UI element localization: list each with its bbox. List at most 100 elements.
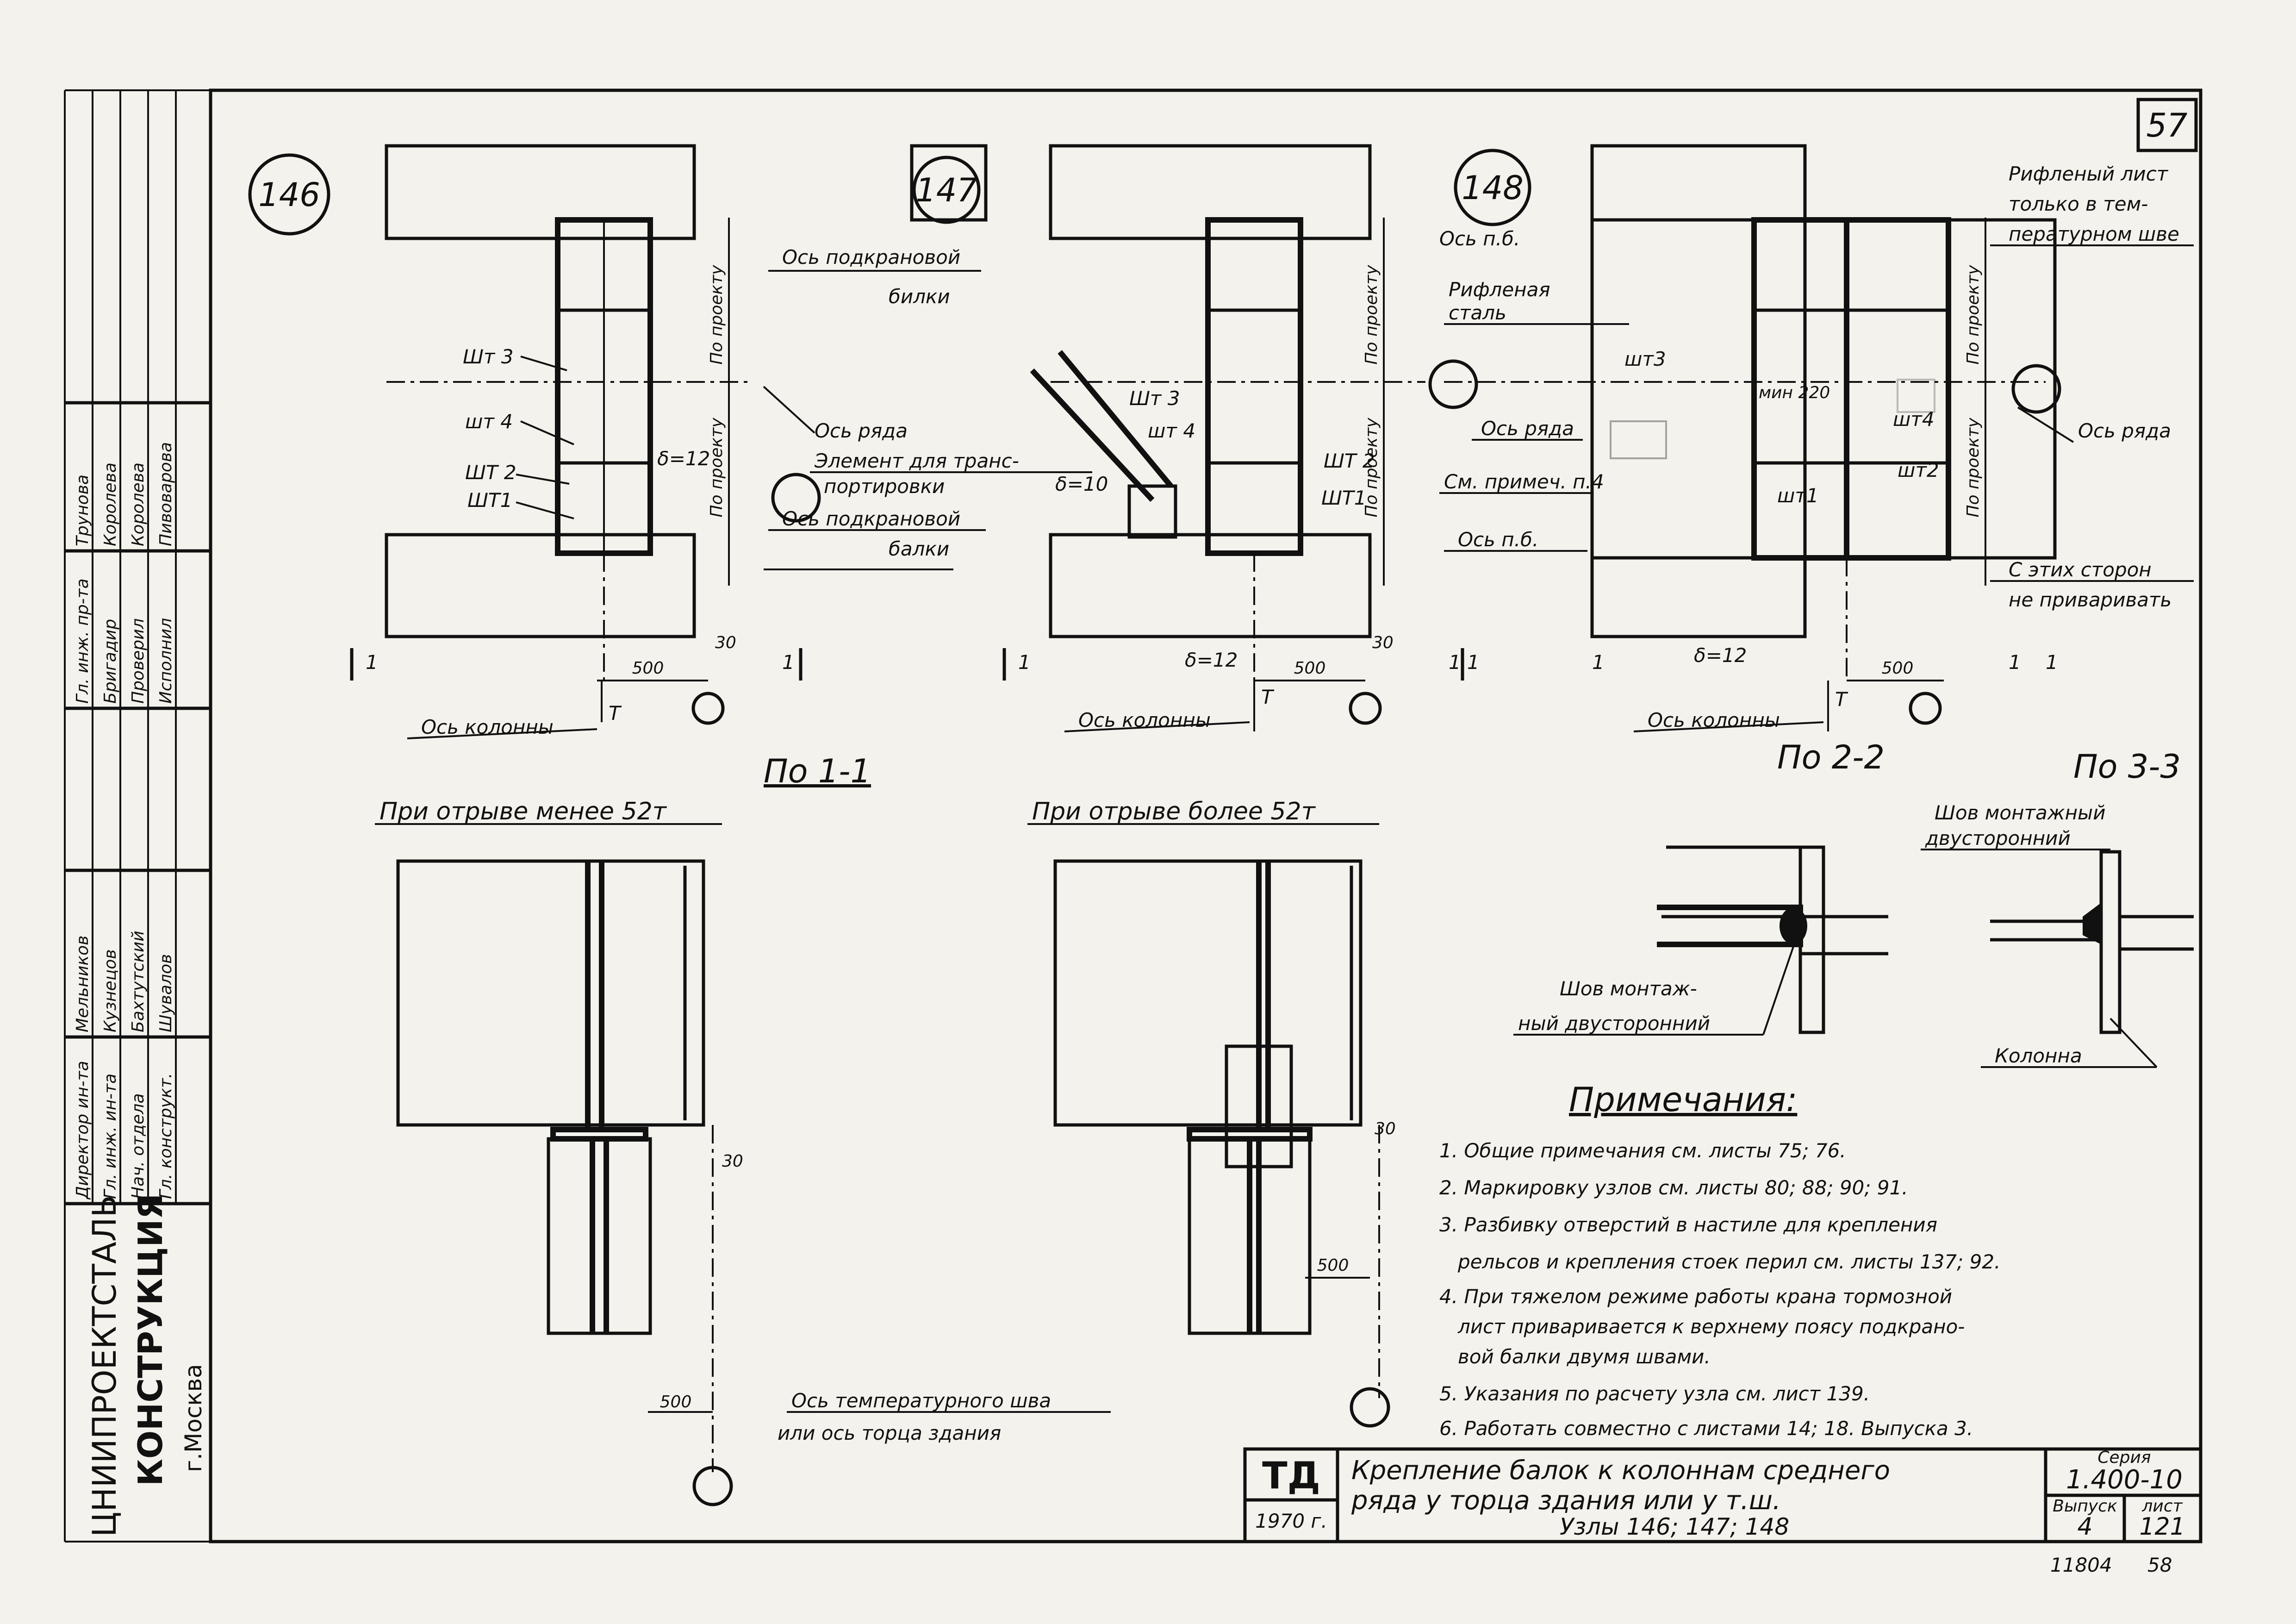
org-city: г.Москва xyxy=(180,1364,207,1472)
shov-montazh-1: Шов монтажный xyxy=(1935,801,2106,824)
role-2: Гл. инж. ин-та xyxy=(101,1074,120,1199)
sec1-146b: 1 xyxy=(782,651,795,674)
role-7: Проверил xyxy=(129,618,148,704)
note-3: 3. Разбивку отверстий в настиле для креп… xyxy=(1439,1213,1937,1236)
min220: мин 220 xyxy=(1759,383,1830,402)
role-6: Бригадир xyxy=(101,619,120,704)
os-riada-146: Ось ряда xyxy=(815,419,908,442)
p1-148c: 1 xyxy=(2009,651,2021,674)
vypusk-label: Выпуск xyxy=(2053,1497,2117,1516)
st1-146: ШТ1 xyxy=(467,489,512,512)
d10-147: δ=10 xyxy=(1055,473,1108,495)
role-3: Нач. отдела xyxy=(129,1093,148,1199)
po-proektu-146a: По проекту xyxy=(707,265,726,365)
list-label: лист xyxy=(2141,1497,2183,1516)
shov-montazh-3: Шов монтаж- xyxy=(1560,977,1697,1000)
rifl-list-1: Рифленый лист xyxy=(2009,162,2169,185)
list-value: 121 xyxy=(2139,1513,2185,1541)
title-line-2: ряда у торца здания или у т.ш. xyxy=(1351,1486,1781,1516)
dim-30-146: 30 xyxy=(715,633,736,652)
T-148: T xyxy=(1835,688,1848,711)
section-11-right: 30 500 xyxy=(1053,859,1396,1428)
name-3: Бахтутский xyxy=(129,931,148,1032)
kolonna: Колонна xyxy=(1995,1044,2082,1067)
st2-148: шт2 xyxy=(1898,459,1939,481)
note-3b: рельсов и крепления стоек перил см. лист… xyxy=(1457,1250,2000,1273)
po-proektu-148a: По проекту xyxy=(1964,265,1983,365)
os-riada-148r: Ось ряда xyxy=(2078,419,2171,442)
sheet-frame xyxy=(209,88,2203,1543)
vypusk-value: 4 xyxy=(2077,1513,2092,1541)
sec1-146a: 1 xyxy=(366,651,378,674)
T-147: T xyxy=(1261,686,1275,708)
s-etih-2: не приваривать xyxy=(2009,588,2172,611)
section-11-left: 30 500 xyxy=(396,859,743,1506)
po-proektu-147b: По проекту xyxy=(1362,418,1381,518)
st2-146: ШТ 2 xyxy=(465,461,516,484)
role-4: Гл. конструкт. xyxy=(156,1073,175,1199)
dim-500-11a: 500 xyxy=(660,1393,692,1412)
node-147: 147 Шт 3 шт 4 ШТ 2 ШТ1 δ=10 δ=12 По прое… xyxy=(910,144,1464,732)
role-5: Гл. инж. пр-та xyxy=(73,578,92,704)
dim-500-146: 500 xyxy=(632,659,664,678)
bilki-top: билки xyxy=(889,285,950,308)
section-33: Шов монтажный двусторонний Колонна xyxy=(1921,801,2194,1068)
dim-500-148: 500 xyxy=(1882,659,1914,678)
os-riada-148l: Ось ряда xyxy=(1481,417,1574,440)
element-dlia: Элемент для транс- xyxy=(814,450,1019,472)
sec1-147a: 1 xyxy=(1018,651,1031,674)
os-pb-bot: Ось п.б. xyxy=(1458,528,1538,551)
rifl-list-3: пературном шве xyxy=(2009,223,2179,245)
shov-montazh-4: ный двусторонний xyxy=(1518,1012,1710,1035)
st3-146: Шт 3 xyxy=(463,345,513,368)
p1-148a: 1 xyxy=(1467,651,1480,674)
name-5: Трунова xyxy=(73,475,92,546)
po-proektu-148b: По проекту xyxy=(1964,418,1983,518)
view-po33: По 3-3 xyxy=(2073,748,2181,786)
note-5: 5. Указания по расчету узла см. лист 139… xyxy=(1439,1382,1870,1405)
role-1: Директор ин-та xyxy=(73,1061,92,1200)
os-temp-1: Ось температурного шва xyxy=(791,1389,1051,1412)
st4-146: шт 4 xyxy=(465,410,513,433)
dim-500-147: 500 xyxy=(1294,659,1326,678)
note-1: 1. Общие примечания см. листы 75; 76. xyxy=(1439,1139,1846,1162)
os-pb-top: Ось п.б. xyxy=(1439,227,1520,250)
node-146-label: 146 xyxy=(258,176,320,214)
dim-500-11b: 500 xyxy=(1317,1256,1349,1275)
name-4: Шувалов xyxy=(156,954,175,1032)
node-148-label: 148 xyxy=(1462,169,1524,207)
view-more: При отрыве более 52т xyxy=(1032,798,1316,825)
node-147-label: 147 xyxy=(915,171,977,209)
d12-146: δ=12 xyxy=(657,447,710,470)
sec1-147b: 1 xyxy=(1449,651,1461,674)
dim-30-11b: 30 xyxy=(1375,1119,1396,1138)
org-name-2: КОНСТРУКЦИЯ xyxy=(131,1193,170,1486)
node-146: 146 Шт 3 шт 4 ШТ 2 ШТ1 δ=12 По проекту П… xyxy=(248,144,803,739)
name-7: Королева xyxy=(129,462,148,546)
st1-148: шт1 xyxy=(1777,484,1819,507)
labels-center-top: Ось подкрановой билки Ось ряда Элемент д… xyxy=(763,246,1092,570)
st4-148: шт4 xyxy=(1893,408,1935,431)
name-8: Пивоварова xyxy=(156,442,175,546)
seria-value: 1.400-10 xyxy=(2066,1465,2183,1495)
sheet-number-box: 57 xyxy=(2136,98,2198,152)
balki-bot: балки xyxy=(889,537,949,560)
shov-montazh-2: двусторонний xyxy=(1925,827,2071,849)
s-etih-1: С этих сторон xyxy=(2009,558,2152,581)
sm-primech: См. примеч. п.4 xyxy=(1444,470,1604,493)
dim-30-11a: 30 xyxy=(722,1152,743,1171)
note-6: 6. Работать совместно с листами 14; 18. … xyxy=(1439,1417,1973,1440)
section-22: Шов монтаж- ный двусторонний xyxy=(1513,845,1888,1036)
title-line-1: Крепление балок к колоннам среднего xyxy=(1351,1455,1890,1486)
view-po11: По 1-1 xyxy=(764,752,871,790)
side-stamp: Директор ин-та Гл. инж. ин-та Нач. отдел… xyxy=(65,90,211,1537)
note-2: 2. Маркировку узлов см. листы 80; 88; 90… xyxy=(1439,1176,1908,1199)
po-proektu-147a: По проекту xyxy=(1362,265,1381,365)
td-logo: ТД xyxy=(1262,1454,1320,1497)
d12-147: δ=12 xyxy=(1185,649,1238,671)
view-po22: По 2-2 xyxy=(1777,738,1885,776)
notes-block: Примечания: 1. Общие примечания см. лист… xyxy=(1439,1080,2000,1440)
note-4c: вой балки двумя швами. xyxy=(1458,1345,1711,1368)
po-proektu-146b: По проекту xyxy=(707,418,726,518)
